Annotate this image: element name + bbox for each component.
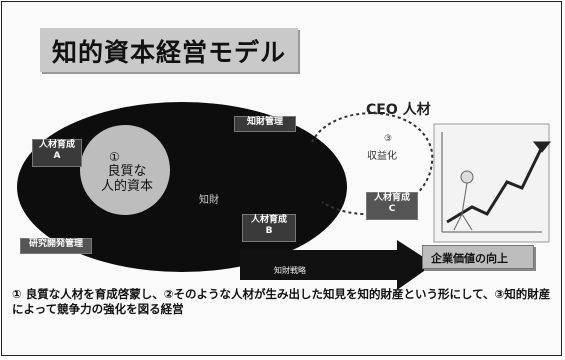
title-box: 知的資本経営モデル — [40, 28, 298, 72]
hr-development-box-mid: 人材育成 B — [242, 214, 296, 242]
diagram-graphics — [17, 102, 552, 290]
corporate-value-label: 企業価値の向上 — [431, 252, 508, 265]
rd-management-box: 研究開発管理 — [20, 238, 92, 254]
hr-development-box-top: 人材育成 A — [32, 139, 82, 167]
hr-development-box-right: 人材育成 C — [366, 192, 418, 220]
caption-text: ① 良質な人材を育成啓蒙し、②そのような人材が生み出した知見を知的財産という形に… — [12, 287, 551, 316]
ceo-label: CEO 人材 — [366, 102, 431, 118]
human-capital-label: 良質な 人的資本 — [92, 164, 162, 194]
strategy-arrow — [240, 240, 434, 290]
growth-chart — [433, 123, 552, 243]
monetize-number: ③ — [384, 134, 393, 144]
human-capital-circle — [80, 125, 170, 215]
human-capital-line2: 人的資本 — [100, 179, 153, 194]
human-capital-number: ① — [109, 150, 120, 164]
human-capital-line1: 良質な — [107, 164, 147, 179]
ip-management-box: 知財管理 — [234, 116, 296, 132]
monetization-loop — [311, 112, 434, 215]
slide-title: 知的資本経営モデル — [52, 38, 287, 67]
slide: 知的資本経営モデル CEO 人材 ③ 収益化 人材育成 A 知財管理 人材育成 … — [1, 1, 562, 356]
corporate-value-box: 企業価値の向上 — [422, 245, 534, 269]
monetize-label: 収益化 — [367, 151, 397, 162]
ip-core-label: 知財 — [199, 195, 219, 206]
strategy-label: 知財戦略 — [274, 266, 306, 275]
